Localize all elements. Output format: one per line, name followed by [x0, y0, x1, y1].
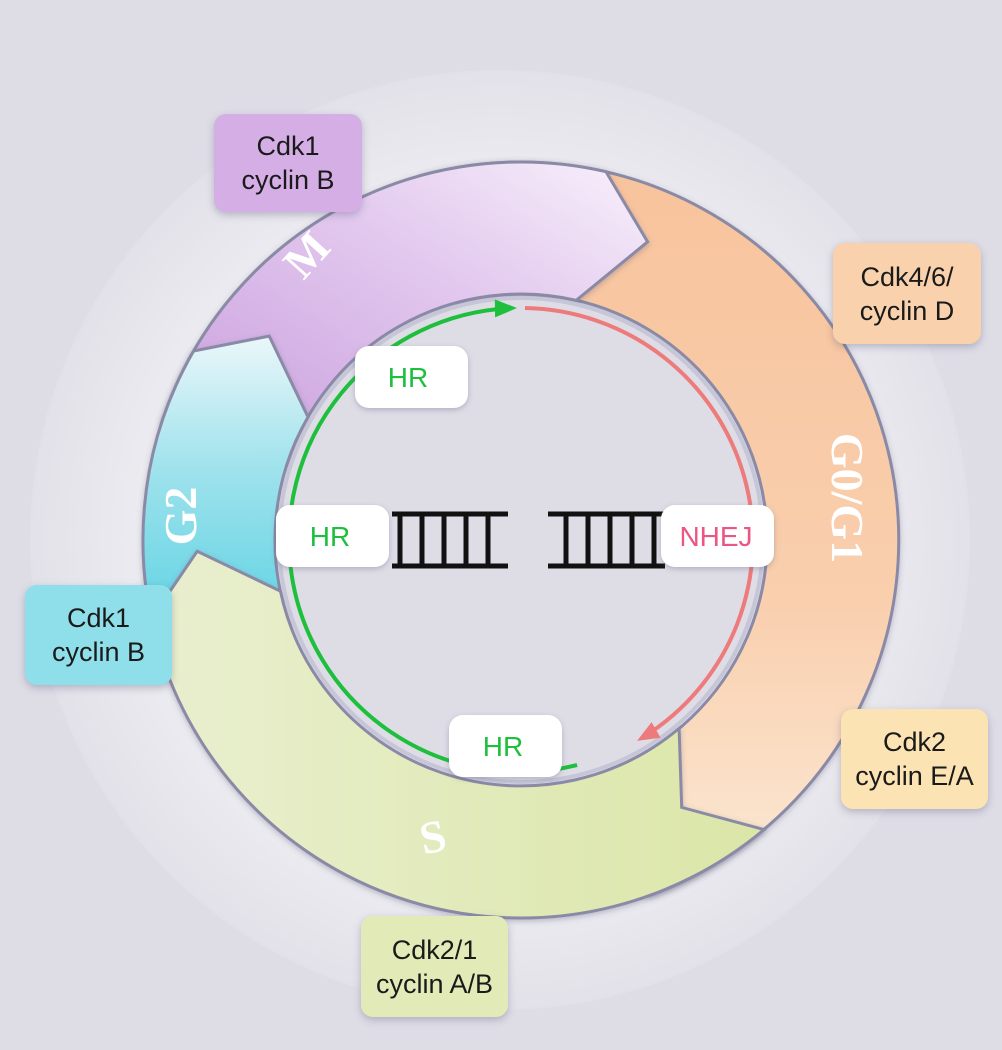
hr-label-top: HR: [355, 346, 468, 408]
dna-double-strand-break: [392, 511, 665, 569]
cdk-box-g1s-line2: cyclin E/A: [855, 761, 974, 791]
dna-left-fragment: [392, 511, 508, 569]
nhej-label: NHEJ: [661, 505, 774, 567]
g0g1-phase-label: G0/G1: [822, 433, 873, 563]
hr-label-bottom: HR: [449, 715, 562, 777]
cdk-box-g2: Cdk1 cyclin B: [25, 585, 172, 685]
cdk-box-m-line2: cyclin B: [241, 165, 335, 195]
cdk-box-m: Cdk1 cyclin B: [214, 114, 362, 212]
cdk-box-s-line1: Cdk2/1: [391, 934, 478, 965]
cdk-box-g1: Cdk4/6/ cyclin D: [833, 243, 981, 344]
hr-arrowhead: [494, 299, 517, 318]
cdk-box-g2-line1: Cdk1: [66, 603, 131, 633]
svg-text:NHEJ: NHEJ: [679, 521, 752, 552]
cdk-box-g1s-line1: Cdk2: [882, 727, 947, 757]
cdk-box-s: Cdk2/1 cyclin A/B: [361, 916, 508, 1017]
cdk-box-g2-line2: cyclin B: [51, 637, 146, 667]
svg-text:HR: HR: [483, 731, 523, 762]
hr-label-left: HR: [276, 505, 389, 567]
cdk-box-g1-line1: Cdk4/6/: [860, 261, 954, 292]
cdk-box-m-line1: Cdk1: [256, 131, 320, 161]
cdk-box-g1-line2: cyclin D: [859, 295, 955, 326]
cdk-box-g1s: Cdk2 cyclin E/A: [841, 709, 988, 809]
nhej-arrowhead: [637, 722, 661, 741]
cdk-box-s-line2: cyclin A/B: [375, 968, 494, 999]
dna-right-fragment: [548, 511, 665, 569]
svg-text:HR: HR: [310, 521, 350, 552]
svg-text:HR: HR: [388, 362, 428, 393]
nhej-arrow: [524, 306, 755, 739]
g2-phase-label: G2: [155, 487, 206, 546]
